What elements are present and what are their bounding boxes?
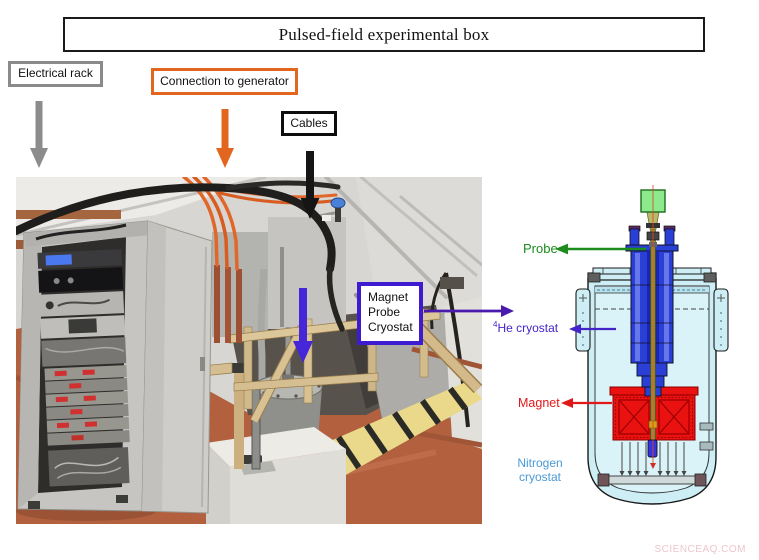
electrical-rack-label: Electrical rack — [8, 61, 103, 87]
he4-text: He cryostat — [497, 321, 559, 335]
connection-to-generator-label: Connection to generator — [151, 68, 298, 95]
rack-door — [141, 220, 213, 514]
he4-superscript: 4 — [493, 320, 498, 329]
magnet-probe-cryostat-label: Magnet Probe Cryostat — [357, 282, 423, 345]
mpc-line-1: Magnet — [368, 290, 409, 304]
he4-cryostat-label: 4He cryostat — [493, 320, 558, 335]
hazard-stripes — [321, 381, 482, 477]
magnet-label: Magnet — [518, 396, 560, 410]
probe-label: Probe — [523, 241, 558, 256]
mpc-line-2: Probe — [368, 305, 401, 319]
nitrogen-line-2: cryostat — [518, 470, 561, 484]
figure-title: Pulsed-field experimental box — [278, 24, 490, 44]
electrical-rack-arrow — [30, 101, 48, 168]
probe-rod — [640, 185, 666, 469]
figure-title-box: Pulsed-field experimental box — [63, 17, 705, 52]
cryostat-schematic — [500, 185, 750, 515]
cryostat-schematic-drawing — [575, 185, 729, 505]
blue-valve — [322, 197, 346, 222]
watermark: SCIENCEAQ.COM — [654, 544, 746, 555]
cables-label: Cables — [281, 111, 337, 136]
electronics-rack — [16, 220, 156, 521]
lab-photo — [12, 175, 484, 524]
magnet-support-legs — [621, 442, 685, 471]
black-cable-bundle — [12, 180, 345, 332]
lab-photo-scene — [12, 175, 484, 524]
nitrogen-line-1: Nitrogen — [517, 456, 563, 470]
nitrogen-cryostat-label: Nitrogen cryostat — [504, 456, 576, 484]
mpc-line-3: Cryostat — [368, 320, 413, 334]
connection-to-generator-arrow — [216, 109, 234, 168]
copper-busbars — [214, 265, 242, 343]
